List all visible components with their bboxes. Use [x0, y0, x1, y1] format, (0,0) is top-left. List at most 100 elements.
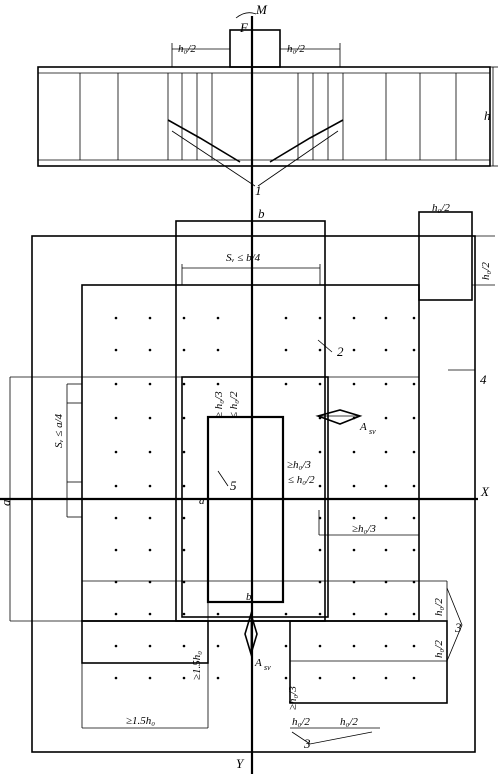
- stirrup-dot: [318, 416, 322, 420]
- stirrup-dot: [412, 548, 416, 552]
- dim-h: h: [484, 108, 491, 123]
- stirrup-dot: [114, 612, 118, 616]
- stirrup-dot: [182, 382, 186, 386]
- dim-h15: ≥1.5h₀: [126, 715, 155, 727]
- bottom-left-zone: [81, 620, 209, 664]
- stirrup-dot: [114, 450, 118, 454]
- stirrup-dot: [352, 416, 356, 420]
- stirrup-dot: [318, 580, 322, 584]
- sv-a-bracket: [66, 383, 82, 518]
- stirrup-dot: [384, 676, 388, 680]
- stirrup-dot: [352, 580, 356, 584]
- moment-arrow-icon: [235, 12, 257, 19]
- stirrup-dot: [114, 548, 118, 552]
- stirrup-dot: [412, 450, 416, 454]
- stirrup-dot: [182, 450, 186, 454]
- stirrup-dot: [318, 644, 322, 648]
- stirrup-dot: [352, 382, 356, 386]
- stirrup-dot: [412, 676, 416, 680]
- stirrup-dot: [412, 416, 416, 420]
- label-asv-2-sub: sv: [264, 663, 271, 672]
- stirrup-dot: [318, 676, 322, 680]
- label-axis-y: Y: [236, 756, 245, 771]
- stirrup-dot: [114, 676, 118, 680]
- stirrup-dot: [412, 382, 416, 386]
- bent-up-bars: [167, 119, 344, 163]
- dim-sv-a: Sᵥ ≤ a/4: [53, 413, 65, 448]
- stirrup-dot: [412, 484, 416, 488]
- label-1: 1: [255, 183, 262, 198]
- dim-ho2-b1: h₀/2: [292, 716, 310, 728]
- stirrup-dot: [148, 676, 152, 680]
- dim-ho2-r1: h₀/2: [433, 598, 445, 616]
- stirrup-lines: [79, 73, 457, 160]
- stirrup-dot: [412, 516, 416, 520]
- stirrup-dot: [284, 382, 288, 386]
- stirrup-dot: [216, 316, 220, 320]
- label-3-bottom: 3: [303, 736, 311, 751]
- stirrup-dot: [352, 548, 356, 552]
- label-3-right: 3: [454, 620, 462, 635]
- stirrup-dot: [182, 548, 186, 552]
- dim-ho3-bottom: ≥h₀/3: [287, 686, 299, 710]
- stirrup-dot: [182, 676, 186, 680]
- stirrup-dot: [182, 580, 186, 584]
- stirrup-dot: [216, 644, 220, 648]
- stirrup-dot: [352, 484, 356, 488]
- stirrup-dot: [352, 612, 356, 616]
- stirrup-dot: [114, 382, 118, 386]
- dim-ho2-tr-v: h₀/2: [480, 262, 492, 280]
- stirrup-dot: [148, 416, 152, 420]
- stirrup-dot: [182, 612, 186, 616]
- stirrup-dot: [352, 450, 356, 454]
- dim-ho2-top-right: h₀/2: [287, 43, 305, 55]
- stirrup-dot: [284, 644, 288, 648]
- label-moment: M: [255, 2, 268, 17]
- stirrup-dot: [148, 484, 152, 488]
- bottom-right-zone: [289, 620, 448, 704]
- dim-v15: ≥1.5h₀: [191, 651, 203, 680]
- dim-ho3-col: ≥ h₀/3: [213, 391, 225, 418]
- stirrup-dot: [412, 612, 416, 616]
- stirrup-dot: [412, 580, 416, 584]
- stirrup-dot: [148, 450, 152, 454]
- column-footprint: [206, 415, 285, 604]
- stirrup-dot: [318, 548, 322, 552]
- stirrup-dot: [114, 416, 118, 420]
- inner-zone: [181, 376, 329, 618]
- stirrup-dot: [318, 484, 322, 488]
- stirrup-dot: [412, 316, 416, 320]
- stirrup-dot: [182, 416, 186, 420]
- plan-view: 4 X Y b Sᵥ ≤ b/4 2 5 a b h₀/2 h₀/2: [0, 16, 495, 774]
- stirrup-dot: [148, 316, 152, 320]
- stirrup-dot: [384, 548, 388, 552]
- stirrup-dot: [284, 676, 288, 680]
- stirrup-dot: [182, 644, 186, 648]
- dim-ho2-mid: ≤ h₀/2: [288, 474, 315, 486]
- stirrup-dot: [412, 348, 416, 352]
- stirrup-dot: [216, 348, 220, 352]
- dim-ho3-mid: ≥h₀/3: [287, 459, 311, 471]
- stirrup-dot: [284, 348, 288, 352]
- stirrup-dot: [216, 612, 220, 616]
- label-asv-1-sub: sv: [369, 427, 376, 436]
- dim-b: b: [258, 206, 265, 221]
- stirrup-dot: [352, 316, 356, 320]
- stirrup-dot: [384, 612, 388, 616]
- dim-ho2-tr-h: h₀/2: [432, 202, 450, 214]
- stirrup-dot: [182, 516, 186, 520]
- stirrup-dot: [216, 382, 220, 386]
- dim-bc: b: [246, 591, 252, 603]
- label-5: 5: [230, 478, 237, 493]
- stirrup-dots: [114, 316, 416, 680]
- stirrup-dot: [412, 644, 416, 648]
- column-stub: [229, 29, 281, 68]
- label-asv-1: A: [359, 421, 367, 433]
- label-2: 2: [337, 344, 344, 359]
- stirrup-dot: [114, 348, 118, 352]
- stirrup-dot: [384, 516, 388, 520]
- stirrup-zone-2: [81, 284, 420, 622]
- stirrup-dot: [114, 644, 118, 648]
- stirrup-dot: [148, 612, 152, 616]
